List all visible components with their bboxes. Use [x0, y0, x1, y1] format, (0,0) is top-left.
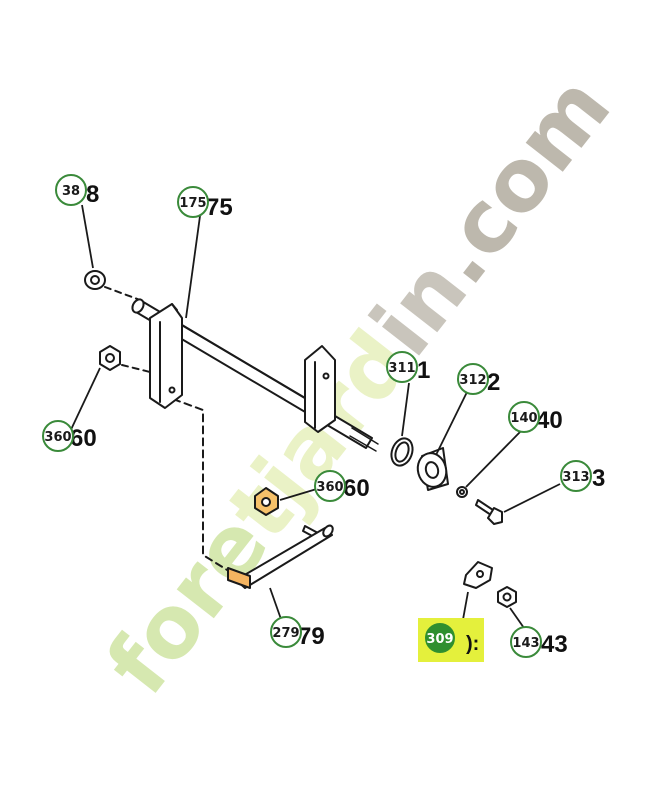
callout-number: 360	[44, 430, 71, 445]
callout-number: 360	[316, 480, 343, 495]
bushing-312	[416, 447, 449, 491]
callout-313[interactable]: 313	[560, 460, 592, 492]
old-number: 2	[487, 369, 500, 396]
callout-140[interactable]: 140	[508, 401, 540, 433]
clip-309	[463, 561, 493, 589]
dash-line	[104, 286, 141, 301]
right-bracket	[304, 345, 336, 433]
callout-number: 309	[426, 632, 453, 647]
callouts: 38 175 360 311 312 140 360 313	[42, 174, 592, 658]
nut-143	[497, 586, 517, 608]
dash-line	[161, 394, 233, 574]
callout-38[interactable]: 38	[55, 174, 87, 206]
dash-line	[121, 364, 151, 373]
line-art	[84, 270, 517, 608]
callout-number: 140	[510, 411, 537, 426]
callout-number: 38	[62, 184, 80, 199]
nut-360-top	[99, 345, 121, 371]
old-number: 3	[592, 465, 605, 492]
old-number: 40	[536, 407, 563, 434]
callout-360-lower[interactable]: 360	[314, 470, 346, 502]
callout-number: 279	[272, 626, 299, 641]
ring-311	[390, 437, 414, 467]
bolt-313	[475, 499, 503, 525]
callout-175[interactable]: 175	[177, 186, 209, 218]
nut-360-lower	[254, 487, 279, 516]
callout-279[interactable]: 279	[270, 616, 302, 648]
callout-309[interactable]: 309	[425, 623, 455, 653]
callout-311[interactable]: 311	[386, 351, 418, 383]
callout-number: 313	[562, 470, 589, 485]
callout-number: 311	[388, 361, 415, 376]
old-numbers: 8 75 60 1 2 40 60 3 79 43	[70, 181, 605, 658]
leader-lines	[67, 204, 561, 629]
old-number: 60	[70, 425, 97, 452]
rod-279	[227, 524, 334, 589]
callout-360-top[interactable]: 360	[42, 420, 74, 452]
callout-number: 175	[179, 196, 206, 211]
old-number: 75	[206, 194, 233, 221]
callout-143[interactable]: 143	[510, 626, 542, 658]
callout-312[interactable]: 312	[457, 363, 489, 395]
callout-number: 143	[512, 636, 539, 651]
old-number: 8	[86, 181, 99, 208]
washer-38	[84, 270, 106, 290]
old-number: 79	[298, 623, 325, 650]
left-bracket	[149, 303, 183, 409]
old-number: 43	[541, 631, 568, 658]
callout-number: 312	[459, 373, 486, 388]
old-number: ):	[466, 633, 479, 655]
old-number: 1	[417, 357, 430, 384]
washer-140	[456, 486, 468, 498]
old-number: 60	[343, 475, 370, 502]
